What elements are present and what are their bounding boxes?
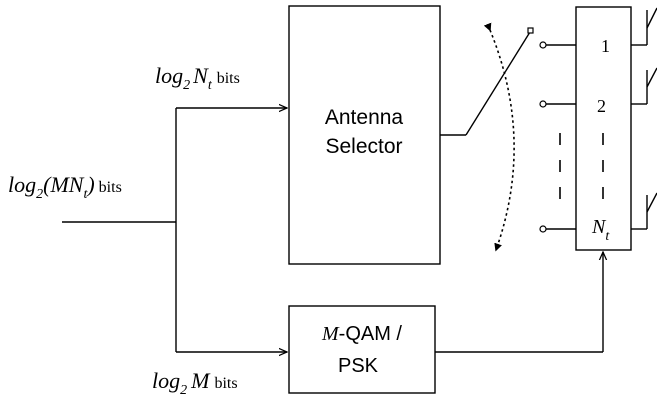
switch-pivot: [527, 27, 534, 34]
antenna-2-icon: [631, 67, 657, 105]
input-bits-label: log2(MNt)bits: [8, 172, 122, 202]
antenna-n-icon: [631, 192, 657, 230]
antenna-selector-line1: Antenna: [325, 106, 404, 129]
modulator-line1: M-QAM /: [321, 323, 402, 345]
modulator-block: [288, 305, 436, 394]
switch-arm: [465, 31, 531, 136]
contact-n: [539, 225, 547, 233]
antenna-1-icon: [631, 7, 657, 46]
antenna-port-1-label: 1: [601, 36, 610, 56]
contact-1: [539, 41, 547, 49]
antenna-bank-block: [575, 6, 632, 251]
switch-motion-arc: [483, 22, 515, 252]
modulator-line2: PSK: [338, 355, 379, 377]
antenna-port-2-label: 2: [597, 96, 606, 116]
antenna-selector-line2: Selector: [325, 135, 402, 158]
contact-2: [539, 100, 547, 108]
antenna-port-n-label: Nt: [591, 216, 610, 244]
antenna-selector-block: [288, 5, 441, 265]
